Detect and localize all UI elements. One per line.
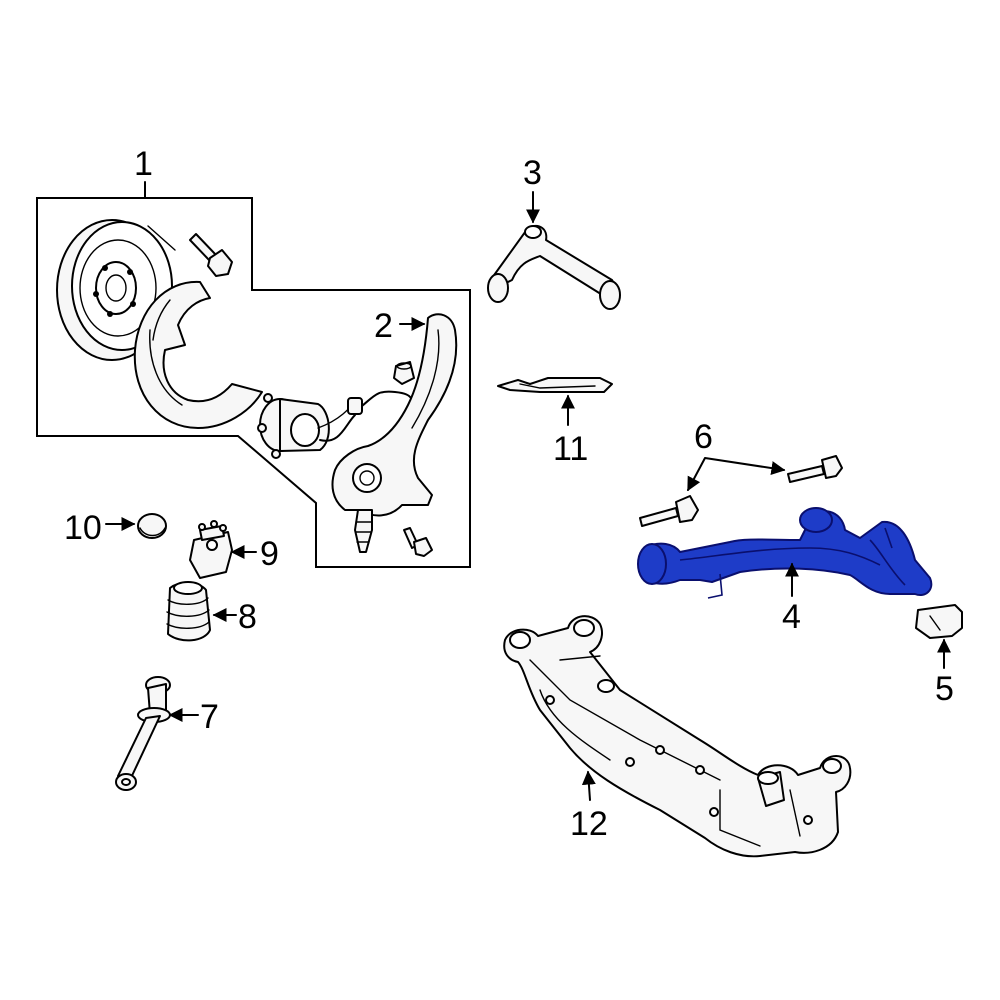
splash-shield[interactable] bbox=[497, 377, 613, 393]
mounting-bolt[interactable] bbox=[189, 233, 233, 277]
wheel-hub[interactable] bbox=[257, 393, 357, 459]
shock-absorber[interactable] bbox=[115, 676, 171, 791]
strut-mount[interactable] bbox=[189, 520, 233, 579]
steering-knuckle[interactable] bbox=[331, 313, 458, 553]
callout-8[interactable]: 8 bbox=[238, 598, 257, 636]
callout-4[interactable]: 4 bbox=[782, 598, 801, 636]
subframe[interactable] bbox=[503, 615, 852, 858]
control-arm-bolt-right[interactable] bbox=[787, 455, 843, 483]
callout-3[interactable]: 3 bbox=[523, 154, 542, 192]
callout-1[interactable]: 1 bbox=[134, 145, 153, 183]
dust-shield[interactable] bbox=[133, 280, 263, 429]
callout-2[interactable]: 2 bbox=[374, 307, 393, 345]
callout-12-leader bbox=[581, 770, 596, 801]
dust-cap[interactable] bbox=[137, 513, 167, 539]
bump-stop-boot[interactable] bbox=[166, 581, 211, 642]
callout-6[interactable]: 6 bbox=[694, 418, 713, 456]
knuckle-bolt[interactable] bbox=[403, 527, 433, 557]
callout-5[interactable]: 5 bbox=[935, 670, 954, 708]
control-arm-bolt-left[interactable] bbox=[639, 495, 699, 527]
control-arm-bracket[interactable] bbox=[915, 604, 963, 639]
callout-7[interactable]: 7 bbox=[200, 698, 219, 736]
callout-10[interactable]: 10 bbox=[64, 509, 102, 547]
callout-9[interactable]: 9 bbox=[260, 535, 279, 573]
assembly-group-outline bbox=[36, 197, 471, 568]
sensor-wire[interactable] bbox=[319, 390, 413, 442]
callout-11[interactable]: 11 bbox=[553, 430, 588, 468]
lock-nut[interactable] bbox=[393, 361, 415, 385]
lower-control-arm[interactable] bbox=[637, 507, 933, 599]
upper-control-arm[interactable] bbox=[487, 224, 621, 310]
callout-6-leader bbox=[687, 457, 786, 492]
callout-12[interactable]: 12 bbox=[570, 805, 608, 843]
